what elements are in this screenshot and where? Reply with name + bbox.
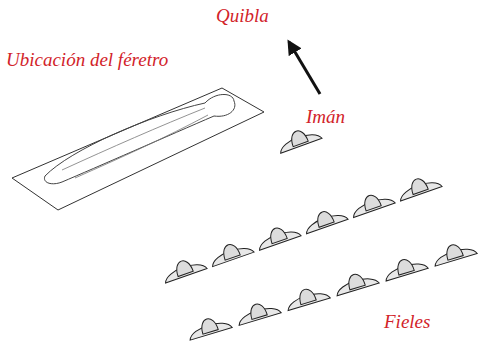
person-head [174,259,194,277]
qibla-label: Quibla [216,6,269,27]
person-head [248,302,267,320]
person-head [289,128,309,146]
person-head [315,209,335,227]
person-head [221,242,241,260]
person-head [409,177,429,195]
people-figures [160,124,477,341]
person-head [268,226,288,244]
person-figure [395,172,442,201]
person-head [395,257,414,275]
person-figure [275,124,322,154]
person-figure [186,313,233,341]
body-outline [44,94,234,183]
person-figure [235,298,282,326]
person-head [297,287,316,305]
person-head [362,193,382,211]
coffin-area [12,88,264,210]
person-figure [431,239,478,267]
person-figure [382,253,429,281]
person-head [444,243,463,261]
body-line [75,115,208,178]
coffin-label: Ubicación del féretro [6,50,168,71]
person-head [199,317,218,335]
body-line [62,108,205,170]
imam-label: Imán [306,107,345,128]
person-head [346,272,365,290]
person-figure [207,237,254,266]
person-figure [348,188,395,217]
person-figure [160,254,207,283]
person-figure [301,205,348,234]
qibla-arrow [289,42,320,94]
person-figure [254,221,301,250]
person-figure [333,268,380,296]
person-figure [284,283,331,311]
faithful-label: Fieles [384,312,430,333]
